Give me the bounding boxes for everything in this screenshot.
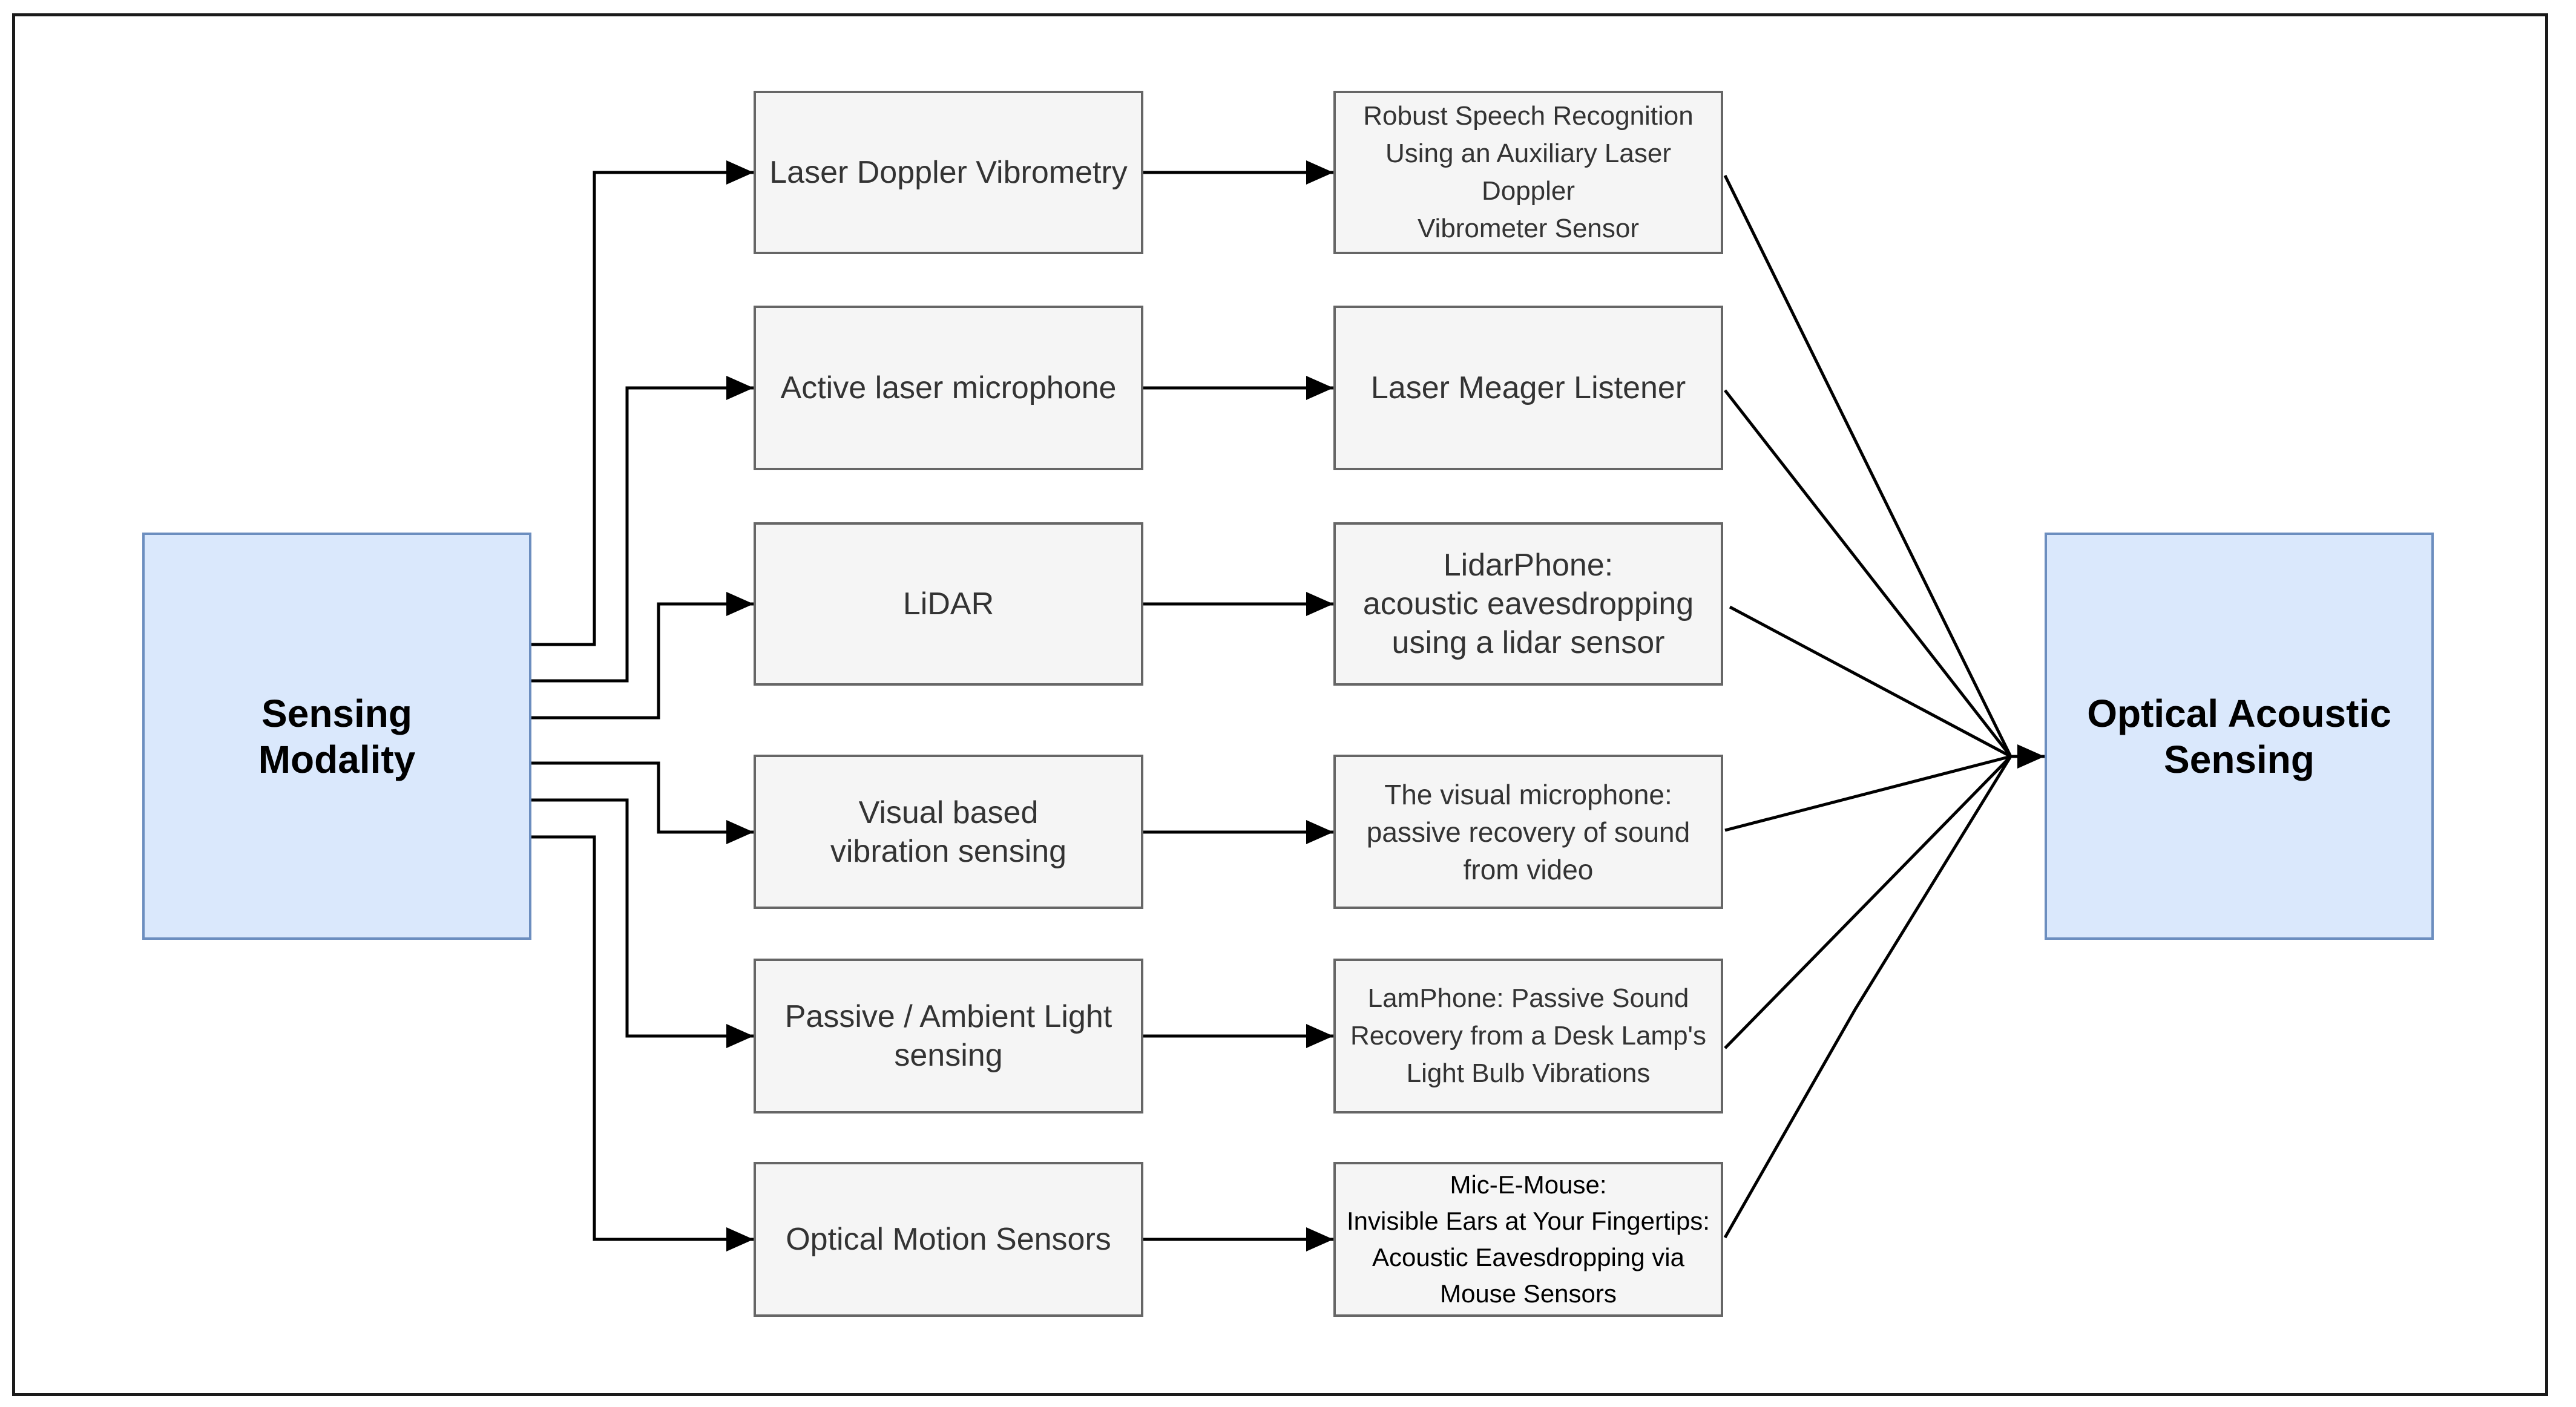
technique-label: Active laser microphone	[780, 370, 1117, 405]
sensing-modality-node: Sensing Modality	[142, 533, 531, 940]
technique-label: Optical Motion Sensors	[786, 1222, 1111, 1257]
edge-modality-to-motion-sensors	[531, 835, 754, 1251]
edge-modality-to-ldv	[531, 160, 754, 646]
edge-work2-to-optical	[1724, 389, 2012, 758]
work-label: LamPhone: Passive Sound Recovery from a …	[1350, 983, 1706, 1088]
edge-modality-to-ambient-light	[531, 798, 754, 1048]
optical-acoustic-sensing-node: Optical Acoustic Sensing	[2045, 533, 2434, 940]
work-node-laser-meager: Laser Meager Listener	[1333, 306, 1723, 470]
technique-label: Laser Doppler Vibrometry	[769, 155, 1128, 190]
technique-label: Visual based vibration sensing	[830, 795, 1067, 869]
edge-work6-to-optical	[1723, 755, 2012, 1239]
work-node-visual-microphone: The visual microphone: passive recovery …	[1333, 755, 1723, 909]
work-node-ldv-speech: Robust Speech Recognition Using an Auxil…	[1333, 91, 1723, 254]
edge-modality-to-lidar	[531, 592, 754, 720]
technique-node-lidar: LiDAR	[754, 522, 1143, 686]
edge-work3-to-optical	[1729, 605, 2012, 758]
diagram-frame	[12, 13, 2548, 1396]
work-label: LidarPhone: acoustic eavesdropping using…	[1362, 548, 1694, 660]
work-label: Robust Speech Recognition Using an Auxil…	[1363, 101, 1694, 243]
edge-work5-to-optical	[1724, 755, 2012, 1049]
work-label: The visual microphone: passive recovery …	[1366, 778, 1690, 885]
work-label: Laser Meager Listener	[1370, 370, 1686, 405]
edge-modality-to-visual	[531, 761, 754, 844]
technique-node-motion-sensors: Optical Motion Sensors	[754, 1162, 1143, 1317]
edge-modality-to-active-laser	[531, 376, 754, 683]
technique-label: Passive / Ambient Light sensing	[784, 999, 1112, 1073]
work-node-lidarphone: LidarPhone: acoustic eavesdropping using…	[1333, 522, 1723, 686]
technique-node-active-laser: Active laser microphone	[754, 306, 1143, 470]
work-node-lamphone: LamPhone: Passive Sound Recovery from a …	[1333, 959, 1723, 1113]
technique-label: LiDAR	[902, 586, 994, 622]
edge-work1-to-optical	[1723, 174, 2012, 758]
technique-node-ambient-light: Passive / Ambient Light sensing	[754, 959, 1143, 1113]
edge-work4-to-optical	[1724, 755, 2011, 832]
work-label: Mic-E-Mouse: Invisible Ears at Your Fing…	[1347, 1170, 1710, 1308]
sensing-modality-label: Sensing Modality	[258, 691, 416, 781]
optical-acoustic-sensing-label: Optical Acoustic Sensing	[2087, 691, 2391, 781]
technique-node-ldv: Laser Doppler Vibrometry	[754, 91, 1143, 254]
technique-node-visual: Visual based vibration sensing	[754, 755, 1143, 909]
work-node-mic-e-mouse: Mic-E-Mouse: Invisible Ears at Your Fing…	[1333, 1162, 1723, 1317]
